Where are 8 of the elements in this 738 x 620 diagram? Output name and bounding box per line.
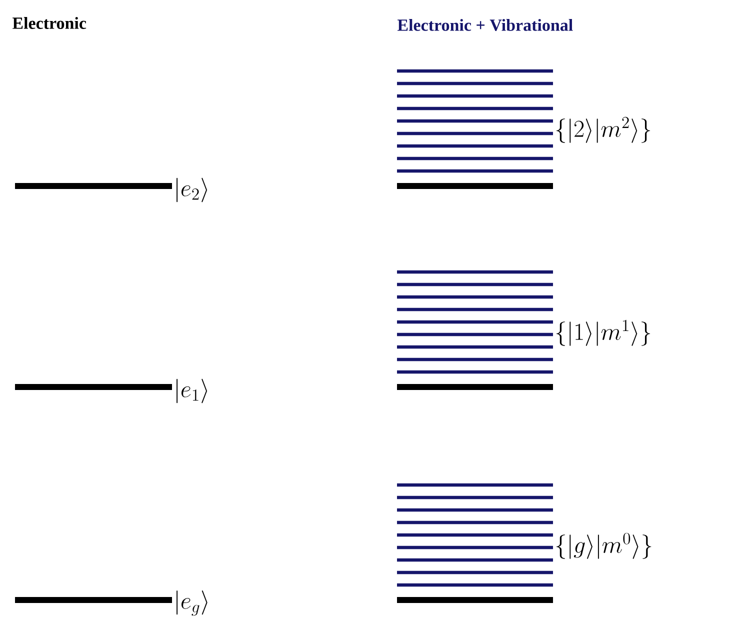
heading: Electronic <box>12 17 86 29</box>
state-label: $\{|g\rangle|m^0\rangle\}$ <box>556 532 652 559</box>
state-label: $|e_2\rangle$ <box>176 178 208 202</box>
state-label: $\{|1\rangle|m^1\rangle\}$ <box>556 320 650 346</box>
heading: Electronic + Vibrational <box>398 18 573 32</box>
state-label: $\{|2\rangle|m^2\rangle\}$ <box>556 116 650 143</box>
state-label: $|e_1\rangle$ <box>176 378 208 404</box>
state-label: $|e_g\rangle$ <box>176 590 208 616</box>
